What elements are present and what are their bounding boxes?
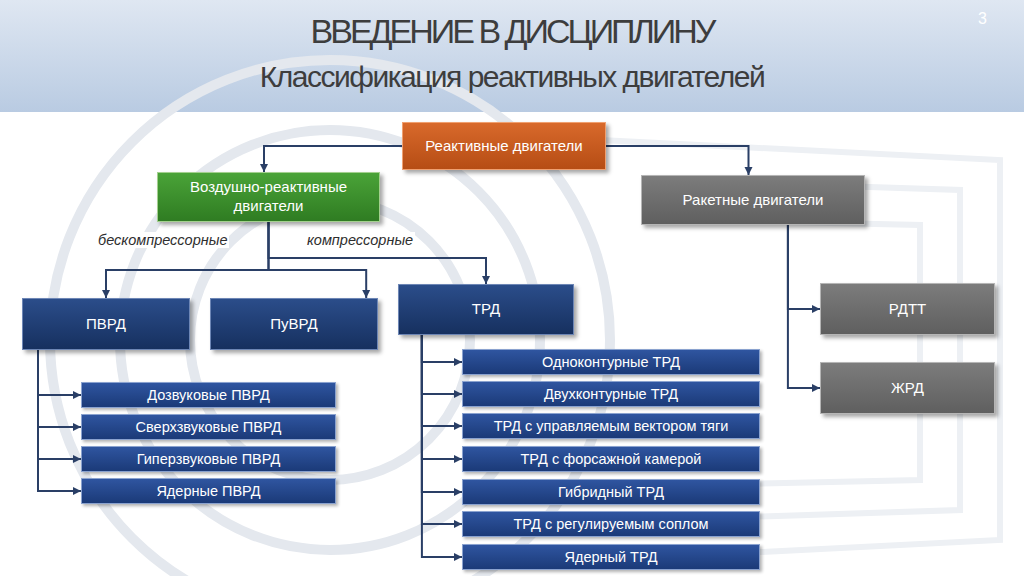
node-label: ПуВРД [270, 315, 317, 334]
subtype-box: ТРД с форсажной камерой [462, 446, 760, 472]
slide-title: ВВЕДЕНИЕ В ДИСЦИПЛИНУ [0, 12, 1024, 51]
node-label: Одноконтурные ТРД [542, 353, 680, 371]
slide-subtitle: Классификация реактивных двигателей [0, 60, 1024, 94]
type-box: ЖРД [820, 362, 995, 414]
node-label: Ядерные ПВРД [156, 482, 260, 500]
node-label: Ядерный ТРД [565, 548, 658, 566]
category-box: Воздушно-реактивные двигатели [157, 172, 380, 222]
subtype-box: Гиперзвуковые ПВРД [81, 446, 336, 472]
connector-arrow [788, 225, 820, 388]
root-box: Реактивные двигатели [402, 122, 606, 170]
subtype-box: Двухконтурные ТРД [462, 381, 760, 407]
edge-label: бескомпрессорные [96, 232, 229, 248]
connector-arrow [38, 350, 81, 459]
node-label: РДТТ [889, 300, 927, 319]
node-label: ТРД с регулируемым соплом [513, 515, 708, 533]
subtype-box: Ядерный ТРД [462, 544, 760, 570]
node-label: ТРД с управляемым вектором тяги [494, 417, 729, 435]
connector-arrow [264, 146, 402, 172]
subtype-box: Одноконтурные ТРД [462, 349, 760, 375]
subtype-box: Гибридный ТРД [462, 479, 760, 505]
type-box: РДТТ [820, 283, 995, 335]
type-box: ПуВРД [210, 298, 378, 350]
connector-arrow [422, 335, 462, 426]
subtype-box: ТРД с управляемым вектором тяги [462, 413, 760, 439]
header-band [0, 0, 1024, 112]
node-label: Ракетные двигатели [683, 191, 824, 210]
type-box: ПВРД [22, 298, 190, 350]
node-label: ТРД с форсажной камерой [521, 450, 702, 468]
subtype-box: Дозвуковые ПВРД [81, 382, 336, 408]
connector-arrow [38, 350, 81, 491]
connector-arrow [38, 350, 81, 427]
node-label: Сверхзвуковые ПВРД [136, 418, 282, 436]
connector-arrow [422, 335, 462, 524]
edge-label: компрессорные [305, 232, 415, 248]
connector-arrow [422, 335, 462, 459]
node-label: Гибридный ТРД [558, 483, 664, 501]
node-label: Воздушно-реактивные двигатели [168, 178, 369, 216]
subtype-box: ТРД с регулируемым соплом [462, 511, 760, 537]
node-label: Двухконтурные ТРД [544, 385, 678, 403]
connector-arrow [422, 335, 462, 362]
node-label: ПВРД [86, 315, 126, 334]
subtype-box: Ядерные ПВРД [81, 478, 336, 504]
connector-arrow [38, 350, 81, 395]
node-label: Дозвуковые ПВРД [147, 386, 270, 404]
node-label: Реактивные двигатели [425, 137, 583, 156]
node-label: Гиперзвуковые ПВРД [137, 450, 281, 468]
category-box: Ракетные двигатели [641, 175, 865, 225]
page-number: 3 [978, 10, 987, 28]
subtype-box: Сверхзвуковые ПВРД [81, 414, 336, 440]
connector-arrow [269, 222, 487, 284]
connector-arrow [788, 225, 820, 309]
node-label: ЖРД [891, 379, 924, 398]
node-label: ТРД [472, 300, 500, 319]
connector-arrow [606, 146, 749, 175]
type-box: ТРД [398, 284, 574, 335]
connector-arrow [422, 335, 462, 492]
connector-arrow [422, 335, 462, 394]
connector-arrow [422, 335, 462, 557]
